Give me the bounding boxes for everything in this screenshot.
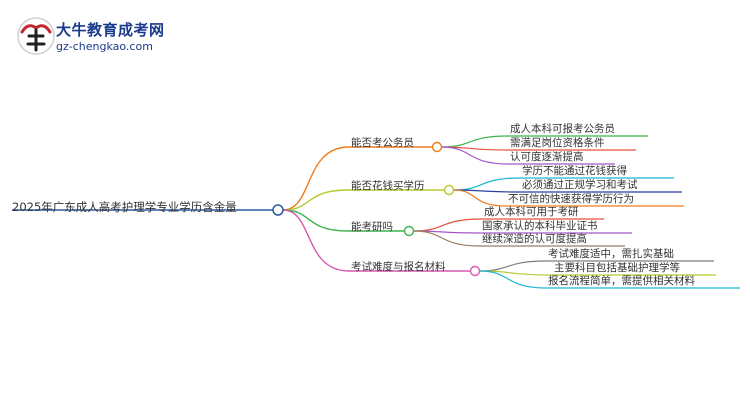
leaf-buy-degree-untrustworthy: 不可信的快速获得学历行为 [508,193,634,205]
leaf-postgraduate-certificate: 国家承认的本科毕业证书 [482,220,598,232]
leaf-connector [453,177,521,191]
bull-logo-icon [17,17,55,55]
branch-connector [282,189,350,211]
branch-hub-circle [431,141,443,153]
branch-connector [282,209,350,272]
leaf-buy-degree-formal-study: 必须通过正规学习和考试 [522,179,638,191]
leaf-postgraduate-eligible: 成人本科可用于考研 [484,206,579,218]
leaf-connector [453,189,507,207]
leaf-civil-service-eligible: 成人本科可报考公务员 [510,123,615,135]
branch-buy-degree: 能否花钱买学历 [351,180,425,192]
branch-hub-circle [469,265,481,277]
branch-exam-difficulty: 考试难度与报名材料 [351,261,446,273]
logo-title: 大牛教育成考网 [56,21,165,39]
branch-civil-service: 能否考公务员 [351,137,414,149]
leaf-buy-degree-impossible: 学历不能通过花钱获得 [522,165,627,177]
branch-postgraduate: 能考研吗 [351,221,393,233]
branch-hub-circle [443,184,455,196]
leaf-exam-main-subjects: 主要科目包括基础护理学等 [554,262,680,274]
leaf-exam-difficulty-moderate: 考试难度适中，需扎实基础 [548,248,674,260]
root-hub-circle [272,204,284,216]
site-logo[interactable]: 大牛教育成考网 gz-chengkao.com [14,14,164,60]
leaf-connector [441,135,509,148]
branch-hub-circle [403,225,415,237]
mindmap-root: 2025年广东成人高考护理学专业学历含金量 [12,200,237,214]
leaf-connector [453,189,521,193]
logo-url: gz-chengkao.com [56,40,153,53]
leaf-exam-registration: 报名流程简单，需提供相关材料 [548,275,695,287]
leaf-civil-service-recognition: 认可度逐渐提高 [510,151,584,163]
leaf-connector [479,270,547,289]
leaf-connector [413,218,483,232]
leaf-civil-service-requirements: 需满足岗位资格条件 [510,137,605,149]
leaf-postgraduate-recognition: 继续深造的认可度提高 [482,233,587,245]
leaf-connector [479,260,547,272]
leaf-connector [413,230,481,247]
branch-connector [282,146,350,211]
branch-connector [282,209,350,232]
leaf-connector [441,146,509,165]
